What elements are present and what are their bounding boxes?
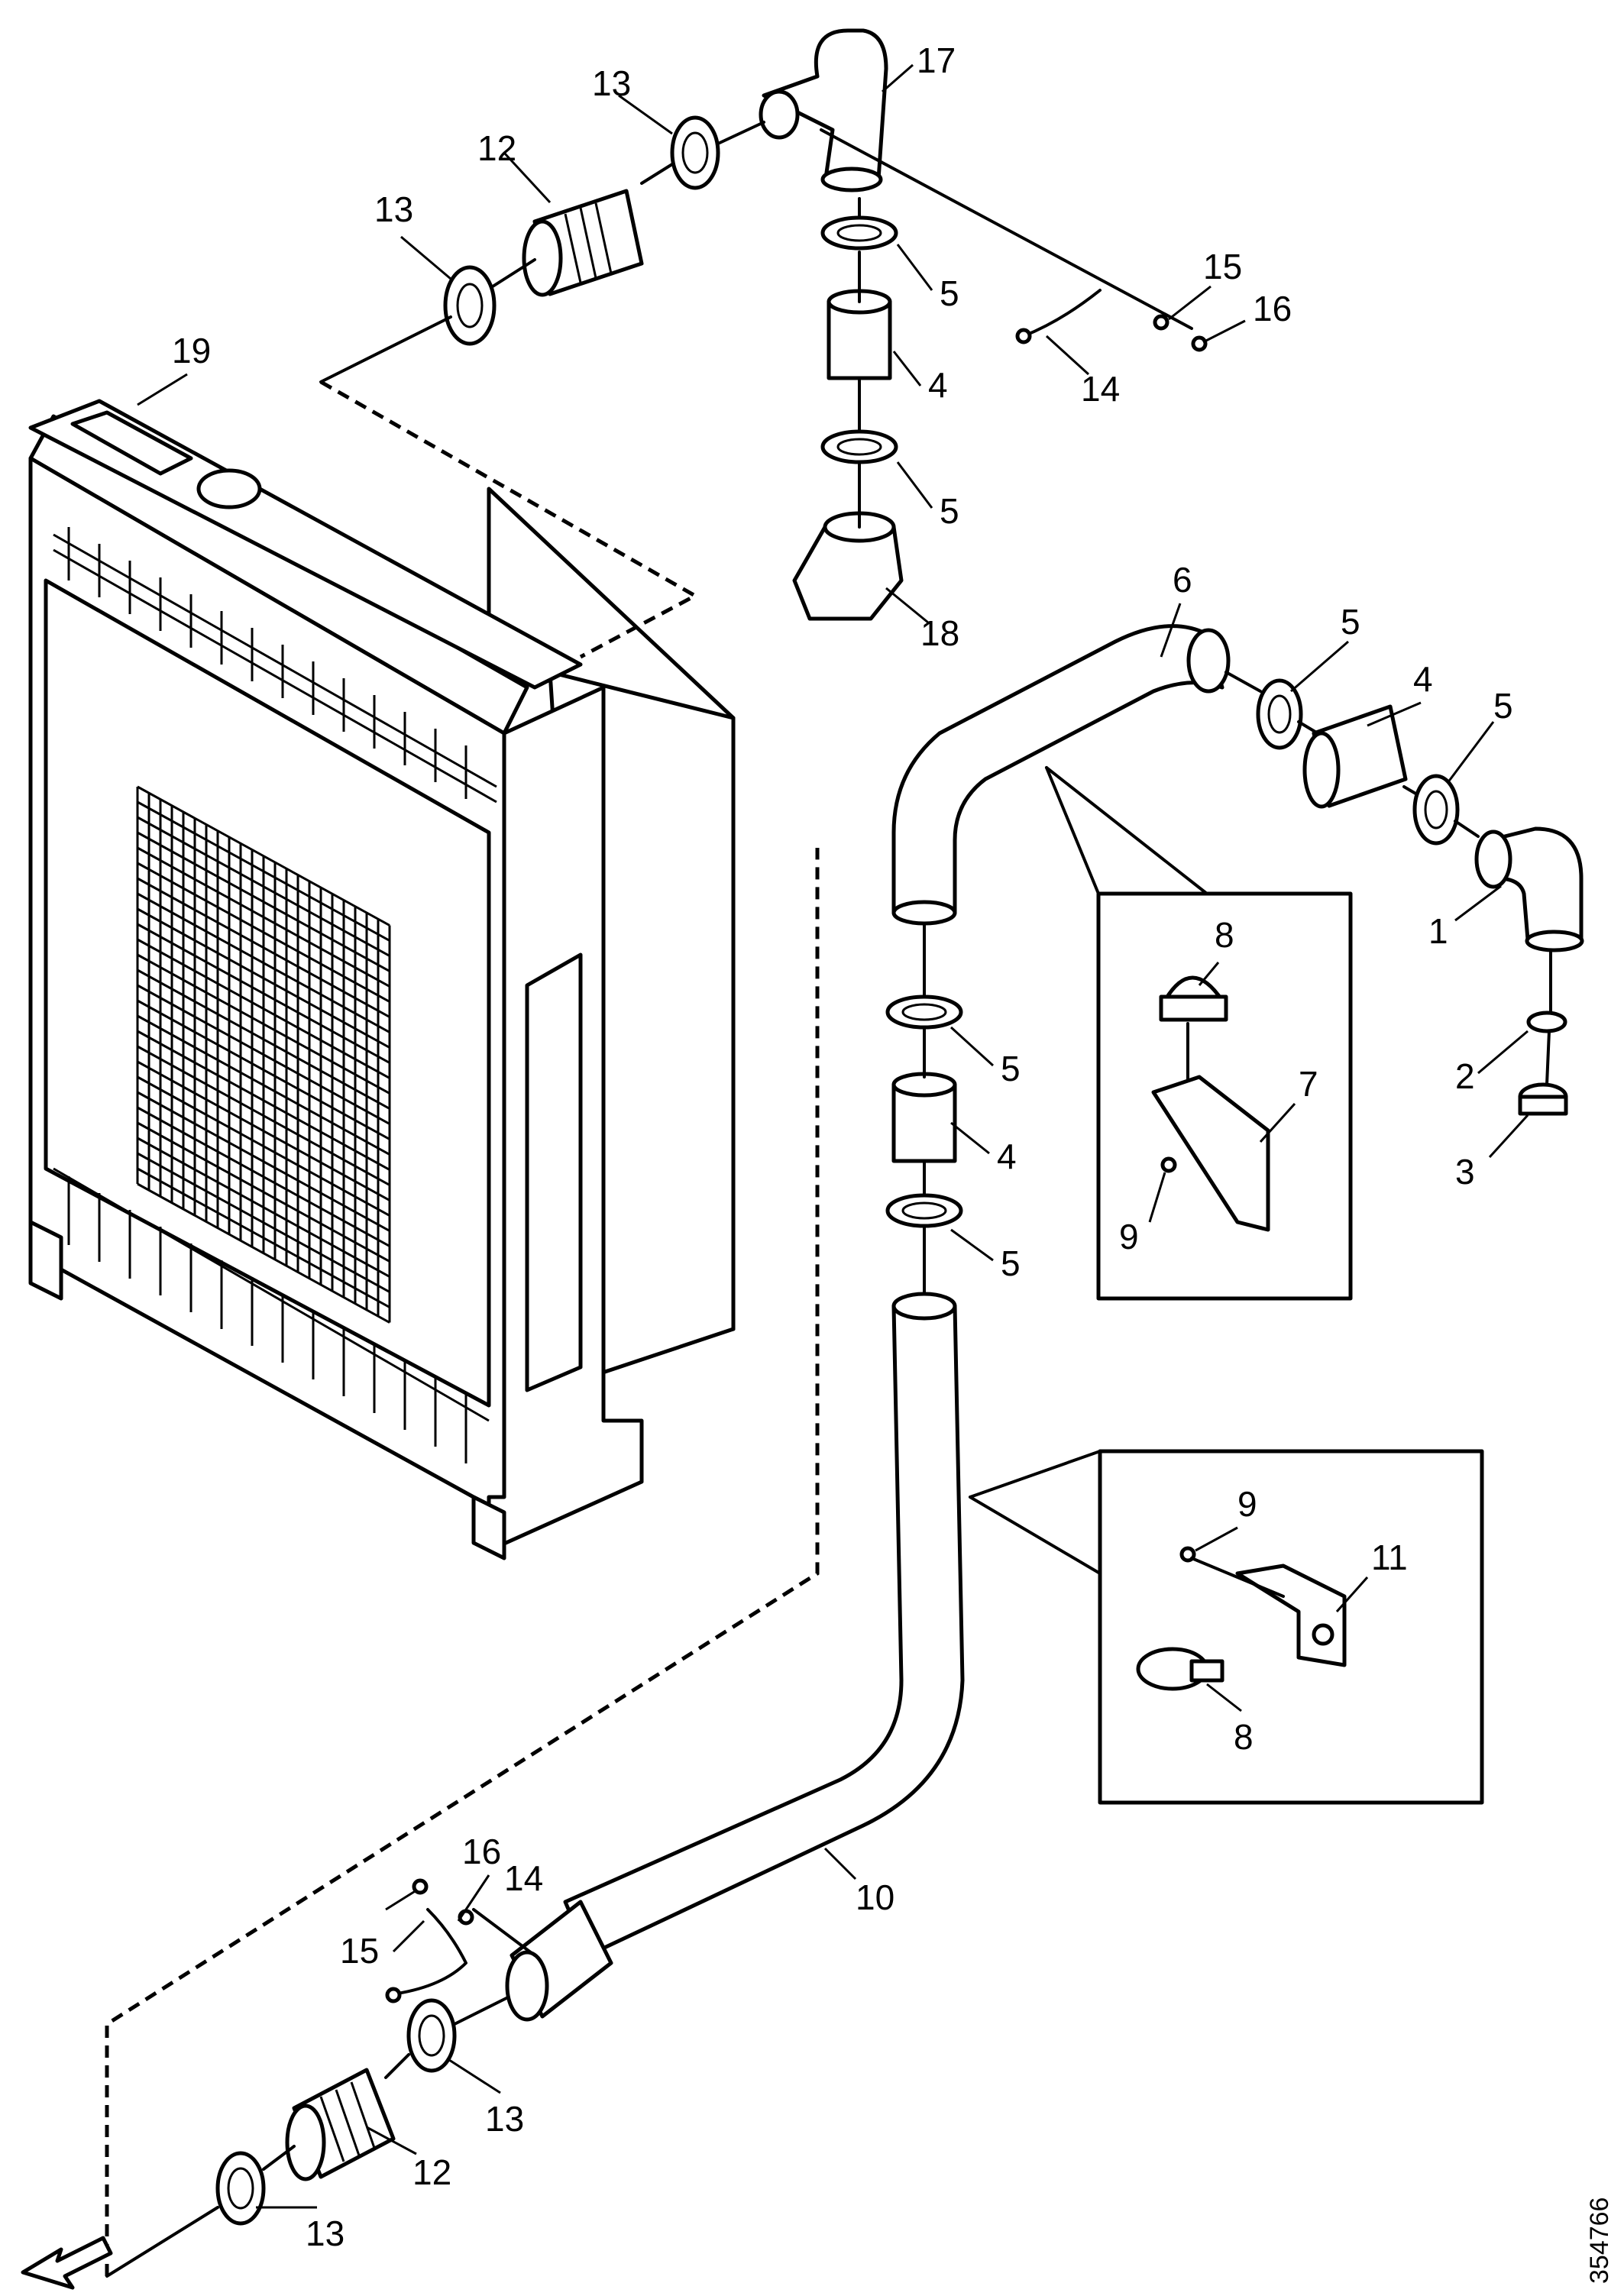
right-clamp-a: [1256, 678, 1303, 750]
lower-clamp-right: [406, 1998, 457, 2073]
grille-line: [137, 1137, 390, 1278]
top-sleeve: [827, 289, 892, 380]
hose-clamp-small: [1518, 1082, 1568, 1116]
callout-8: 8: [1215, 915, 1234, 955]
top-elbow-pipe: [759, 28, 888, 192]
callout-2: 2: [1455, 1056, 1475, 1096]
center-sleeve: [891, 1072, 957, 1163]
lower-clamp-left: [215, 2151, 266, 2226]
grille-line: [137, 892, 390, 1033]
callout-3: 3: [1455, 1152, 1475, 1192]
radiator-fins-top: [53, 527, 497, 804]
grille-line: [137, 785, 390, 926]
grille-line: [137, 1182, 390, 1324]
callout-12: 12: [477, 128, 516, 168]
lower-hose-coupling: [285, 2068, 396, 2181]
callout-5: 5: [940, 491, 959, 531]
grille-line: [137, 816, 390, 957]
detail-box-lower: [969, 1449, 1484, 1805]
upper-clamp-left: [443, 265, 497, 346]
callout-14: 14: [1081, 369, 1120, 409]
detail-box-upper: [1045, 766, 1353, 1301]
callout-4: 4: [997, 1137, 1017, 1176]
drawing-reference-number: 354766: [1585, 2197, 1614, 2284]
callout-15: 15: [1203, 247, 1242, 286]
radiator-assembly: [28, 399, 736, 1560]
grille-line: [137, 1121, 390, 1263]
grille-line: [137, 999, 390, 1140]
callout-14: 14: [504, 1858, 543, 1898]
callout-15: 15: [340, 1931, 379, 1971]
callout-13: 13: [485, 2099, 524, 2139]
radiator-fins-bottom: [53, 1167, 490, 1463]
callout-5: 5: [1341, 602, 1360, 642]
grille-line: [137, 1167, 390, 1308]
callout-5: 5: [1001, 1049, 1021, 1088]
callout-16: 16: [1253, 289, 1292, 328]
grille-line: [137, 938, 390, 1079]
grille-line: [137, 1014, 390, 1156]
upper-clamp-right: [670, 115, 720, 190]
lower-long-pipe: [505, 1292, 965, 2022]
grille-line: [137, 1060, 390, 1201]
callout-5: 5: [1001, 1243, 1021, 1283]
grille-line: [137, 969, 390, 1110]
grille-line: [137, 953, 390, 1095]
pipe-clamp-detail-a: [1159, 975, 1228, 1022]
upper-hose-coupling: [522, 189, 644, 297]
callout-13: 13: [592, 63, 631, 103]
callout-13: 13: [306, 2214, 345, 2253]
grille-line: [137, 862, 390, 1003]
center-clamp-a: [885, 994, 963, 1030]
callout-9: 9: [1237, 1484, 1257, 1524]
radiator-grille: [136, 785, 391, 1324]
callout-1: 1: [1428, 911, 1448, 951]
callout-8: 8: [1234, 1717, 1254, 1757]
upper-bend-pipe: [891, 624, 1231, 926]
callout-12: 12: [412, 2152, 451, 2192]
outlet-elbow: [1474, 826, 1584, 952]
water-pump-outlet: [792, 511, 904, 621]
callout-13: 13: [374, 189, 413, 229]
leader-lines: [137, 63, 1529, 2209]
center-clamp-b: [885, 1193, 963, 1228]
grille-line: [137, 1075, 390, 1217]
right-clamp-b: [1412, 774, 1460, 846]
callout-11: 11: [1371, 1538, 1408, 1577]
callout-16: 16: [462, 1832, 501, 1871]
bracket-detail-a: [1151, 1075, 1270, 1232]
callout-5: 5: [1493, 686, 1513, 726]
callout-4: 4: [1413, 659, 1433, 699]
top-clamp-lower: [820, 429, 898, 464]
bracket-detail-b: [1235, 1564, 1347, 1667]
grille-line: [137, 1152, 390, 1293]
callout-17: 17: [917, 40, 956, 80]
pipe-clamp-detail-b: [1136, 1647, 1224, 1691]
callout-5: 5: [940, 273, 959, 313]
callout-4: 4: [928, 365, 948, 405]
grille-line: [137, 1045, 390, 1186]
callout-19: 19: [172, 331, 211, 370]
grille-line: [137, 907, 390, 1049]
callout-6: 6: [1173, 560, 1192, 600]
callout-9: 9: [1119, 1217, 1139, 1256]
right-sleeve: [1302, 704, 1408, 809]
callout-7: 7: [1299, 1064, 1318, 1104]
grille-line: [137, 800, 390, 942]
grille-line: [137, 923, 390, 1064]
grille-line: [137, 1091, 390, 1232]
o-ring: [1526, 1011, 1567, 1033]
grille-line: [137, 877, 390, 1018]
grille-line: [137, 984, 390, 1125]
top-clamp-upper: [820, 215, 898, 251]
callout-18: 18: [920, 613, 959, 653]
grille-line: [137, 846, 390, 988]
callout-labels: 17 13 12 13 19 5 4 5 18 14 15 16 6 5 4 5…: [172, 40, 1513, 2253]
front-direction-arrow-icon: [21, 2236, 113, 2290]
grille-line: [137, 831, 390, 972]
grille-line: [137, 1030, 390, 1171]
grille-line: [137, 1106, 390, 1247]
callout-10: 10: [856, 1877, 894, 1917]
